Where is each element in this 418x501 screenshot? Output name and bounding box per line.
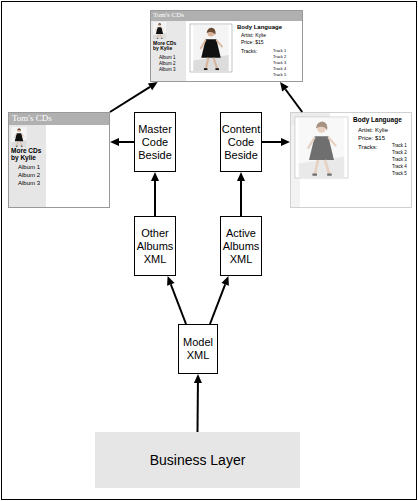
layer-band: Business Layer <box>95 432 300 488</box>
screen-text: Track 5 <box>392 172 407 177</box>
screen-text: Body Language <box>353 117 402 124</box>
screen-text: Track 1 <box>392 144 407 149</box>
arrow-head <box>280 82 289 92</box>
arrow-head <box>221 276 228 286</box>
master-screenshot: Tom's CDsMore CDs by KylieAlbum 1 Album 2… <box>8 112 110 208</box>
arrow-connector <box>194 374 202 432</box>
screen-text: Album 3 <box>18 180 40 186</box>
album-cover-photo <box>193 25 228 71</box>
screen-text: Track 4 <box>273 67 286 71</box>
arrow-head <box>281 138 290 146</box>
screen-text: Track 2 <box>392 151 407 156</box>
arrow-connector <box>280 82 302 112</box>
node-label: Master Code Beside <box>136 123 174 162</box>
connector-line <box>262 141 281 143</box>
arrow-head <box>151 172 159 181</box>
arrow-connector <box>110 138 134 146</box>
page-sidebar <box>150 21 186 82</box>
screen-text: Track 3 <box>273 61 286 65</box>
thumbnail-photo <box>153 22 166 39</box>
screen-text: Album 3 <box>159 68 176 73</box>
screen-text: Track 3 <box>392 158 407 163</box>
screen-text: Artist: Kylie <box>241 33 266 38</box>
arrow-connector <box>237 172 245 216</box>
screen-text: Album 2 <box>159 62 176 67</box>
arrow-head <box>194 374 202 383</box>
master-header-band <box>8 112 110 125</box>
screen-text: Body Language <box>237 24 282 30</box>
connector-line <box>285 89 302 112</box>
arrow-connector <box>210 276 229 324</box>
arrow-connector <box>262 138 290 146</box>
node-label: Model XML <box>180 336 216 362</box>
screen-text: Track 4 <box>392 165 407 170</box>
screen-text: Album 1 <box>18 164 40 170</box>
master-sidebar <box>8 125 46 208</box>
screen-text: Tracks: <box>358 144 377 150</box>
album-cover-frame <box>295 117 348 178</box>
screen-text: More CDs by Kylie <box>11 148 45 162</box>
screen-text: Tracks: <box>241 49 257 54</box>
screen-text: Tom's CDs <box>153 12 184 19</box>
album-cover-frame <box>190 24 232 72</box>
connector-line <box>240 181 242 216</box>
connector-line <box>197 383 199 432</box>
screen-text: More CDs by Kylie <box>153 41 183 52</box>
screen-text: Artist: Kylie <box>358 127 388 133</box>
connector-line <box>119 141 134 143</box>
data-box: Other Albums XML <box>134 216 176 276</box>
screen-text: Track 2 <box>273 55 286 59</box>
data-box: Active Albums XML <box>220 216 262 276</box>
process-box: Master Code Beside <box>134 112 176 172</box>
process-box: Content Code Beside <box>220 112 262 172</box>
page-header-band <box>150 10 303 21</box>
page-screenshot: Tom's CDsMore CDs by KylieAlbum 1Album 2… <box>150 10 303 82</box>
arrow-connector <box>167 276 186 324</box>
arrow-head <box>237 172 245 181</box>
node-label: Business Layer <box>150 452 246 468</box>
node-label: Other Albums XML <box>136 227 174 266</box>
arrow-head <box>110 138 119 146</box>
node-label: Active Albums XML <box>222 227 260 266</box>
data-box: Model XML <box>178 324 218 374</box>
arrow-connector <box>110 82 158 112</box>
screen-text: Tom's CDs <box>12 114 52 123</box>
screen-text: Track 1 <box>273 49 286 53</box>
screen-text: Price: $15 <box>241 40 264 45</box>
connector-line <box>154 181 156 216</box>
arrow-head <box>167 276 174 286</box>
arrow-head <box>148 82 158 90</box>
album-cover-photo <box>299 118 344 177</box>
content-screenshot: Body LanguageArtist: KyliePrice: $15Trac… <box>290 112 412 208</box>
connector-line <box>110 87 150 112</box>
screen-text: Album 1 <box>159 56 176 61</box>
connector-line <box>210 284 225 324</box>
connector-line <box>171 284 186 324</box>
screen-text: Track 5 <box>273 73 286 77</box>
arrow-connector <box>151 172 159 216</box>
screen-text: Album 2 <box>18 172 40 178</box>
node-label: Content Code Beside <box>222 123 261 162</box>
thumbnail-photo <box>11 127 26 147</box>
screen-text: Price: $15 <box>358 135 385 141</box>
